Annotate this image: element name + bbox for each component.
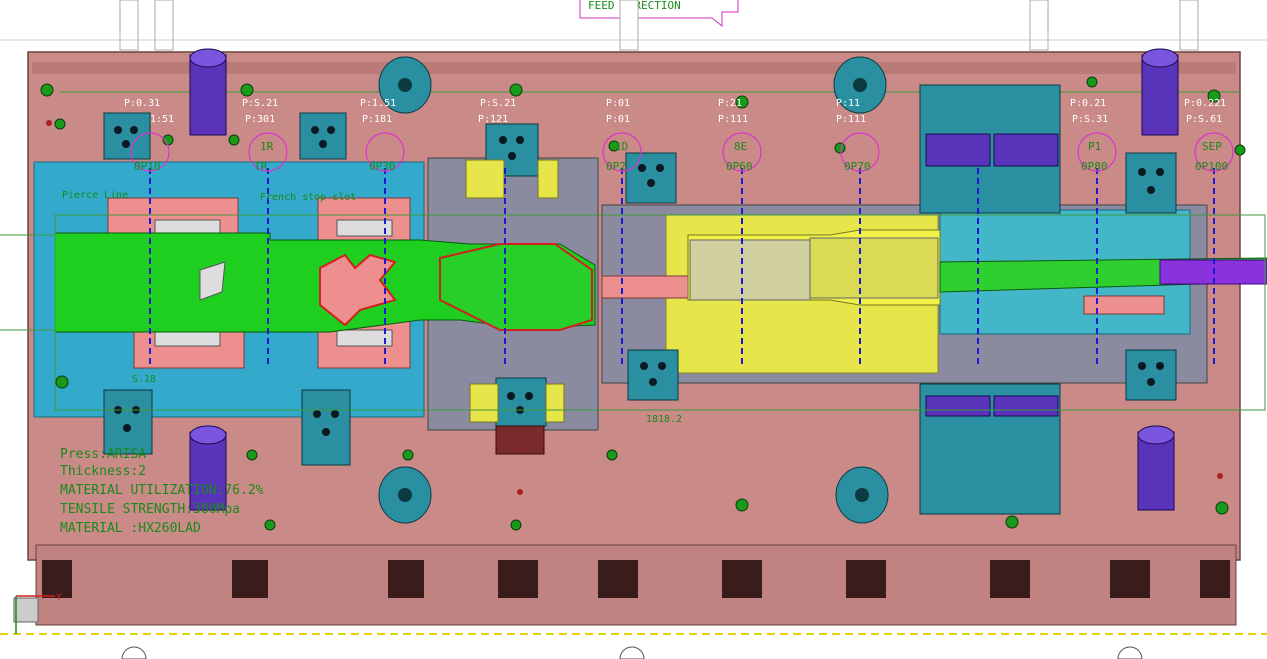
station-pitch-2: P:S.21 [242,98,278,109]
scale-note: 1818.2 [646,414,682,425]
station-id-9: SEP [1202,140,1222,153]
station-id-6: 8E [734,140,747,153]
station-pitch-1: P:0.31 [124,98,160,109]
station-code-1: 0P10 [134,160,161,173]
station-sub-1: 1:51 [150,114,174,125]
red-pins [46,120,1223,495]
station-pitch-8: P:0.21 [1070,98,1106,109]
station-code-8: 0P80 [1081,160,1108,173]
cam-blocks [925,133,1059,417]
scrap-note: S.18 [132,374,156,385]
station-id-5: 1D [615,140,628,153]
info-material: MATERIAL :HX260LAD [60,521,201,536]
info-press: Press:ARISA [60,447,146,462]
station-id-8: P1 [1088,140,1101,153]
station-code-3: 0P30 [369,160,396,173]
station-pitches: P:0.31 P:S.21 P:1.51 P:S.21 P:01 P:21 P:… [124,98,1226,125]
station-sub-2: P:301 [245,114,275,125]
lower-slots [42,560,1230,598]
station-sub-5: P:01 [606,114,630,125]
view-triad-icon[interactable]: Y [13,593,62,634]
teal-block-holes [114,126,1164,436]
station-code-7: 0P70 [844,160,871,173]
bushing-centers [398,78,869,502]
formed-strip-right [601,229,1267,315]
pierce-line-note: Pierce Line [62,190,128,201]
station-codes: 0P10 TR 0P30 0P2 0P60 0P70 0P80 0P100 [134,160,1228,173]
station-pitch-9: P:0.221 [1184,98,1226,109]
info-tensile: TENSILE STRENGTH:380Mpa [60,502,240,517]
station-sub-6: P:111 [718,114,748,125]
station-id-2: 1R [260,140,274,153]
insert-windows [154,219,393,347]
guide-posts [189,48,1179,511]
station-sub-9: P:S.61 [1186,114,1222,125]
bottom-rollers [121,646,1143,659]
station-code-6: 0P60 [726,160,753,173]
upper-guide-frame [0,0,1267,51]
info-thickness: Thickness:2 [60,464,146,479]
station-pitch-6: P:21 [718,98,742,109]
station-code-9: 0P100 [1195,160,1228,173]
station-sub-3: P:181 [362,114,392,125]
feed-direction-label: FEED DIRECTION [579,0,739,28]
die-upper-rim [32,62,1236,74]
station-pitch-3: P:1.51 [360,98,396,109]
yellow-heel-blocks [465,159,565,423]
info-utilization: MATERIAL UTILIZATION:76.2% [60,483,264,498]
station-markers [130,132,1234,365]
station-pitch-7: P:11 [836,98,860,109]
station-code-2: TR [254,160,268,173]
cam-dark-block [495,425,545,455]
station-pitch-5: P:01 [606,98,630,109]
station-sub-7: P:111 [836,114,866,125]
station-code-5: 0P2 [606,160,626,173]
material-info: Press:ARISA Thickness:2 MATERIAL UTILIZA… [60,447,264,536]
bolt-dots [40,76,1246,531]
station-sub-8: P:S.31 [1072,114,1108,125]
station-sub-4: P:121 [478,114,508,125]
station-ids: 1R 1D 8E P1 SEP [260,140,1222,153]
station-pitch-4: P:S.21 [480,98,516,109]
french-stop-note: French stop slot [260,192,356,203]
progressive-strip [54,232,596,333]
strip-annotations: Pierce Line French stop slot S.18 1818.2 [62,190,682,425]
axis-label: Y [55,593,62,603]
